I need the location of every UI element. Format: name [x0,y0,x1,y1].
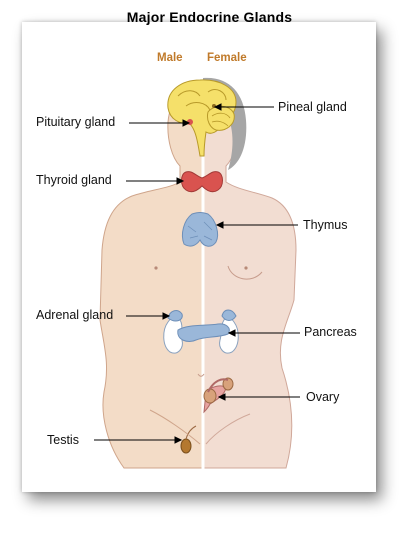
testis [180,438,192,454]
thymus-label: Thymus [303,218,348,232]
female-body-silhouette [202,83,297,469]
male-nipple [154,266,158,270]
fallopian-tube [207,378,229,393]
right-adrenal-gland [221,309,237,321]
female-breast [227,265,263,280]
thyroid-gland [181,171,223,193]
pancreas [177,323,230,343]
midline-divider [201,80,205,470]
male-groin-line [149,409,201,445]
left-adrenal-gland [167,310,183,322]
leader-lines [94,103,300,444]
thyroid-gland-label: Thyroid gland [36,173,112,187]
testis-cord [185,425,197,440]
navel [197,373,205,377]
left-ovary [203,388,217,404]
pituitary-gland-label: Pituitary gland [36,115,116,129]
thymus-texture [187,221,213,241]
pancreas-label: Pancreas [304,325,357,339]
brain [167,79,237,157]
right-ovary [222,377,234,391]
female-nipple [244,266,248,270]
adrenal-gland-label: Adrenal gland [36,308,114,322]
female-groin-line [205,413,251,445]
diagram-title: Major Endocrine Glands [126,9,293,25]
cerebellum [207,105,235,131]
female-label: Female [207,52,247,64]
cerebellum-folds [211,112,231,127]
male-body-silhouette [99,83,204,469]
ovary-label: Ovary [306,390,340,404]
testis-label: Testis [47,433,79,447]
brain-folds [177,89,227,111]
male-label: Male [157,52,183,64]
pineal-gland-label: Pineal gland [278,100,347,114]
